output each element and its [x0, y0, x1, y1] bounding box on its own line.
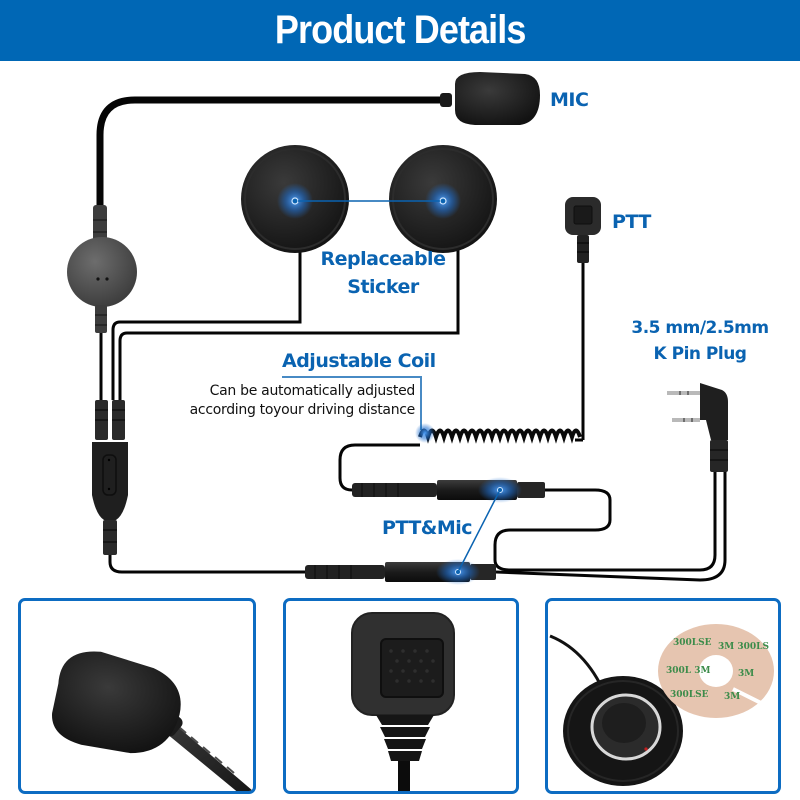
coil-description: Can be automatically adjusted according …: [189, 382, 416, 420]
svg-text:3M: 3M: [724, 692, 740, 702]
page-title: Product Details: [274, 8, 526, 52]
svg-text:300LSE: 300LSE: [670, 690, 709, 700]
speaker-sticker-closeup-icon: 300LSE 3M 300LS 300L 3M 3M 300LSE 3M: [549, 624, 774, 786]
left-speaker-icon: [241, 145, 349, 253]
label-plug-line2: K Pin Plug: [653, 344, 747, 364]
right-speaker-icon: [389, 145, 497, 253]
label-ptt-mic: PTT&Mic: [382, 517, 473, 539]
volume-control-pod-icon: [67, 205, 137, 333]
coil-description-line2: according toyour driving distance: [189, 402, 416, 418]
ptt-mic-connector-lower-icon: [305, 559, 496, 585]
svg-text:3M: 3M: [738, 669, 754, 679]
header-banner: Product Details: [0, 0, 800, 61]
label-adjustable-coil: Adjustable Coil: [282, 350, 436, 372]
ptt-button-icon: [565, 197, 601, 263]
boom-mic-cable: [96, 96, 445, 205]
label-replaceable-sticker-line1: Replaceable: [320, 248, 446, 270]
label-plug: 3.5 mm/2.5mm K Pin Plug: [625, 315, 775, 367]
coiled-cable-icon: [338, 423, 583, 492]
label-replaceable-sticker-line2: Sticker: [347, 276, 419, 298]
k-pin-plug-icon: [667, 383, 728, 472]
ptt-mic-leader-line: [457, 489, 501, 573]
boom-mic-icon: [440, 72, 540, 125]
svg-text:300L 3M: 300L 3M: [666, 666, 711, 676]
ptt-mic-connector-upper-icon: [352, 477, 545, 503]
label-plug-line1: 3.5 mm/2.5mm: [631, 318, 769, 338]
label-mic: MIC: [550, 89, 589, 111]
cable-diagram-graphic: [67, 72, 728, 585]
coil-description-line1: Can be automatically adjusted: [209, 383, 416, 399]
label-ptt: PTT: [612, 211, 651, 233]
product-diagram: MIC PTT Replaceable Sticker 3.5 mm/2.5mm…: [0, 61, 800, 591]
svg-text:300LSE: 300LSE: [673, 638, 712, 648]
panel-microphone-closeup: [18, 598, 256, 794]
panel-ptt-closeup: [283, 598, 519, 794]
panel-speaker-sticker-closeup: 300LSE 3M 300LS 300L 3M 3M 300LSE 3M: [545, 598, 781, 794]
microphone-foam-icon: [52, 651, 253, 791]
speaker-cables: [111, 245, 460, 400]
label-replaceable-sticker: Replaceable Sticker: [318, 245, 448, 301]
svg-text:3M 300LS: 3M 300LS: [718, 642, 769, 652]
ptt-button-closeup-icon: [351, 612, 455, 791]
y-splitter-icon: [92, 400, 128, 555]
